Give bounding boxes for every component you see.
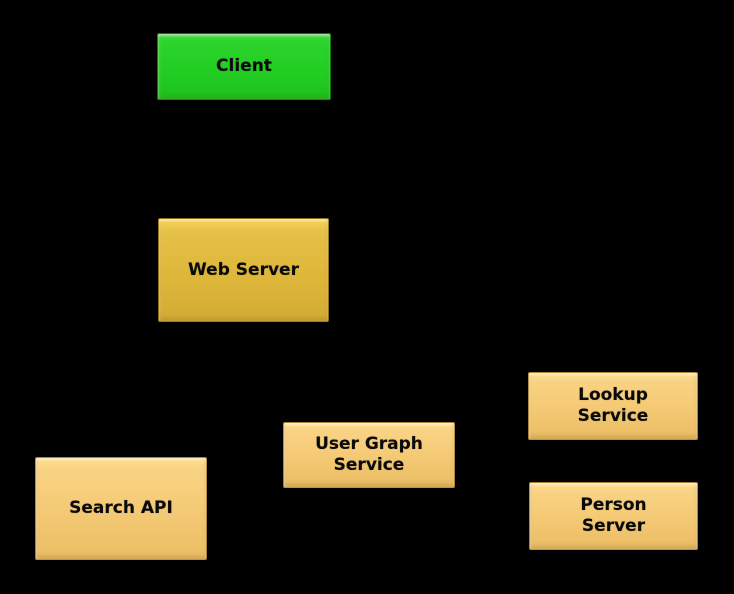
node-web-server[interactable]: Web Server <box>158 218 329 322</box>
node-lookup-service-label: Lookup Service <box>577 385 649 426</box>
node-search-api[interactable]: Search API <box>35 457 207 560</box>
node-person-server-label: Person Server <box>580 495 647 536</box>
node-client[interactable]: Client <box>157 33 331 100</box>
node-user-graph-service[interactable]: User Graph Service <box>283 422 455 488</box>
node-lookup-service[interactable]: Lookup Service <box>528 372 698 440</box>
node-client-label: Client <box>216 56 272 76</box>
node-web-server-label: Web Server <box>188 259 299 280</box>
node-search-api-label: Search API <box>69 498 173 518</box>
node-person-server[interactable]: Person Server <box>529 482 698 550</box>
node-user-graph-service-label: User Graph Service <box>315 434 423 475</box>
